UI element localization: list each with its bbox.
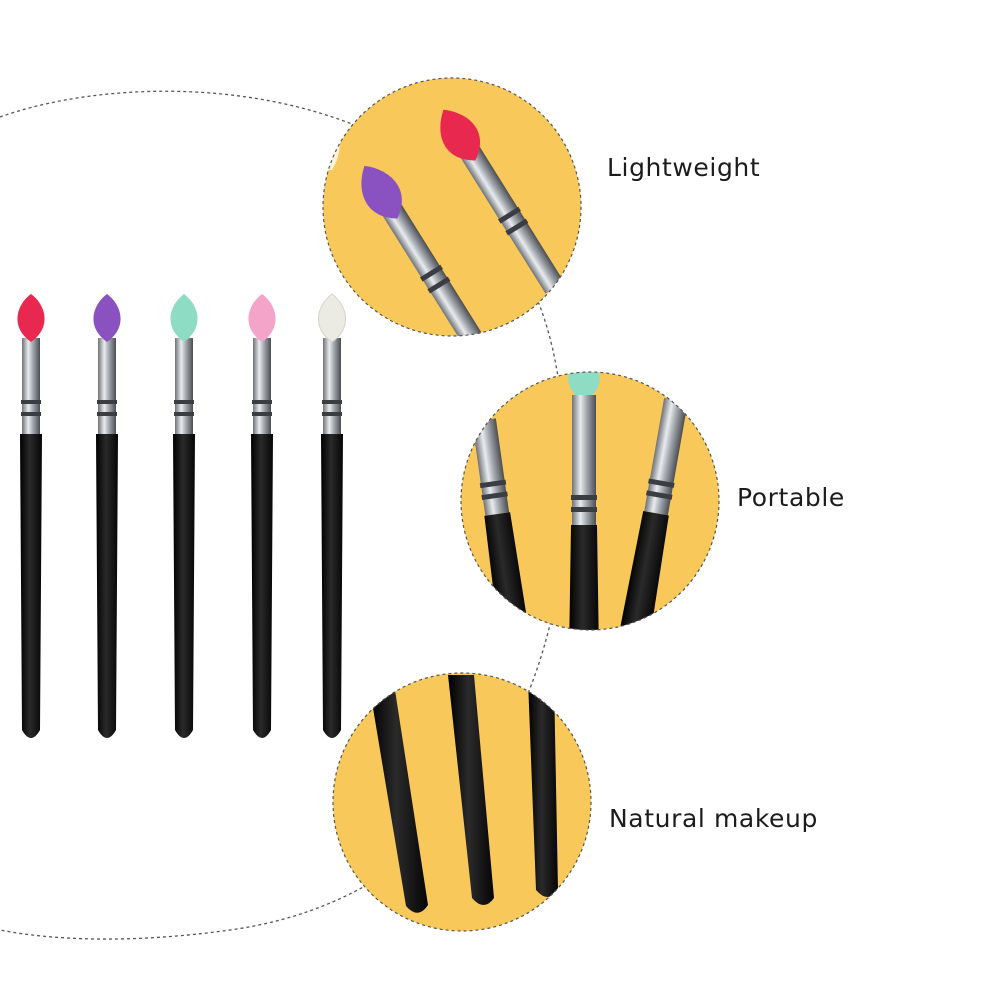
purple-brush — [93, 294, 121, 738]
red-brush — [17, 294, 45, 738]
feature-label-portable: Portable — [737, 483, 845, 512]
feature-label-lightweight: Lightweight — [607, 153, 761, 182]
detail-circle-portable — [460, 371, 720, 631]
pink-brush — [248, 294, 276, 738]
feature-label-natural-makeup: Natural makeup — [609, 804, 818, 833]
mint-brush — [170, 294, 198, 738]
brush-row — [17, 293, 346, 738]
detail-circle-natural-makeup — [332, 672, 592, 932]
detail-circle-lightweight — [322, 77, 582, 337]
white-brush — [318, 293, 346, 738]
